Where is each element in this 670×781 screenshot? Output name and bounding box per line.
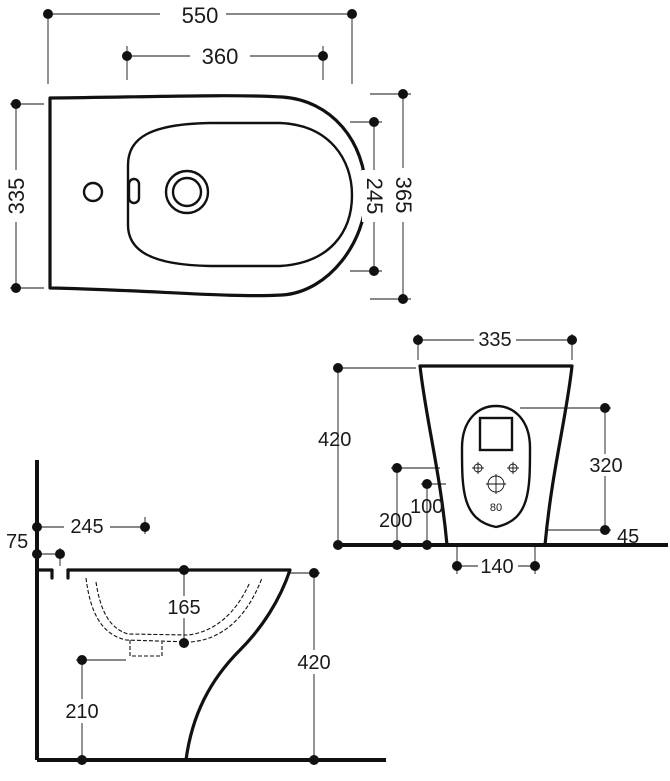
drain-outer-ring — [164, 169, 210, 215]
tap-hole — [82, 181, 104, 203]
dim-outlet-diameter: 80 — [490, 502, 502, 514]
dim-top-depth: 335 — [4, 178, 29, 215]
dim-inlet-offset: 100 — [410, 496, 443, 518]
top-view-bowl — [126, 121, 354, 268]
side-hidden-bowl-inner — [95, 581, 251, 636]
dim-bowl-width: 245 — [362, 178, 387, 215]
dim-front-height: 420 — [318, 429, 351, 451]
dim-outlet-offset: 45 — [617, 526, 639, 548]
side-rim-lip — [35, 568, 54, 580]
front-view-outline — [418, 364, 574, 547]
dim-bowl-depth: 165 — [167, 597, 200, 619]
dim-inlet-height: 200 — [379, 510, 412, 532]
drain-inner-ring — [171, 176, 203, 208]
side-view: 245 75 165 420 210 — [6, 460, 386, 765]
front-view: 80 335 420 320 45 200 100 — [318, 328, 668, 578]
side-view-outline — [66, 568, 292, 762]
dim-wall-gap: 75 — [6, 531, 28, 553]
front-upper-opening — [478, 416, 514, 452]
dim-base-width: 140 — [480, 556, 513, 578]
dim-side-height: 420 — [297, 652, 330, 674]
side-hidden-drain — [129, 640, 163, 657]
dim-front-top-width: 335 — [478, 329, 511, 351]
top-view: 550 360 335 245 365 — [4, 2, 418, 304]
overflow-slot — [127, 177, 141, 205]
dim-overall-depth: 365 — [391, 177, 416, 214]
dim-bowl-length: 360 — [202, 44, 239, 69]
dim-outlet-height: 320 — [589, 455, 622, 477]
dim-drain-height: 210 — [65, 701, 98, 723]
dim-wall-distance: 245 — [70, 516, 103, 538]
front-outlet-opening — [460, 404, 532, 529]
dim-top-width: 550 — [182, 3, 219, 28]
